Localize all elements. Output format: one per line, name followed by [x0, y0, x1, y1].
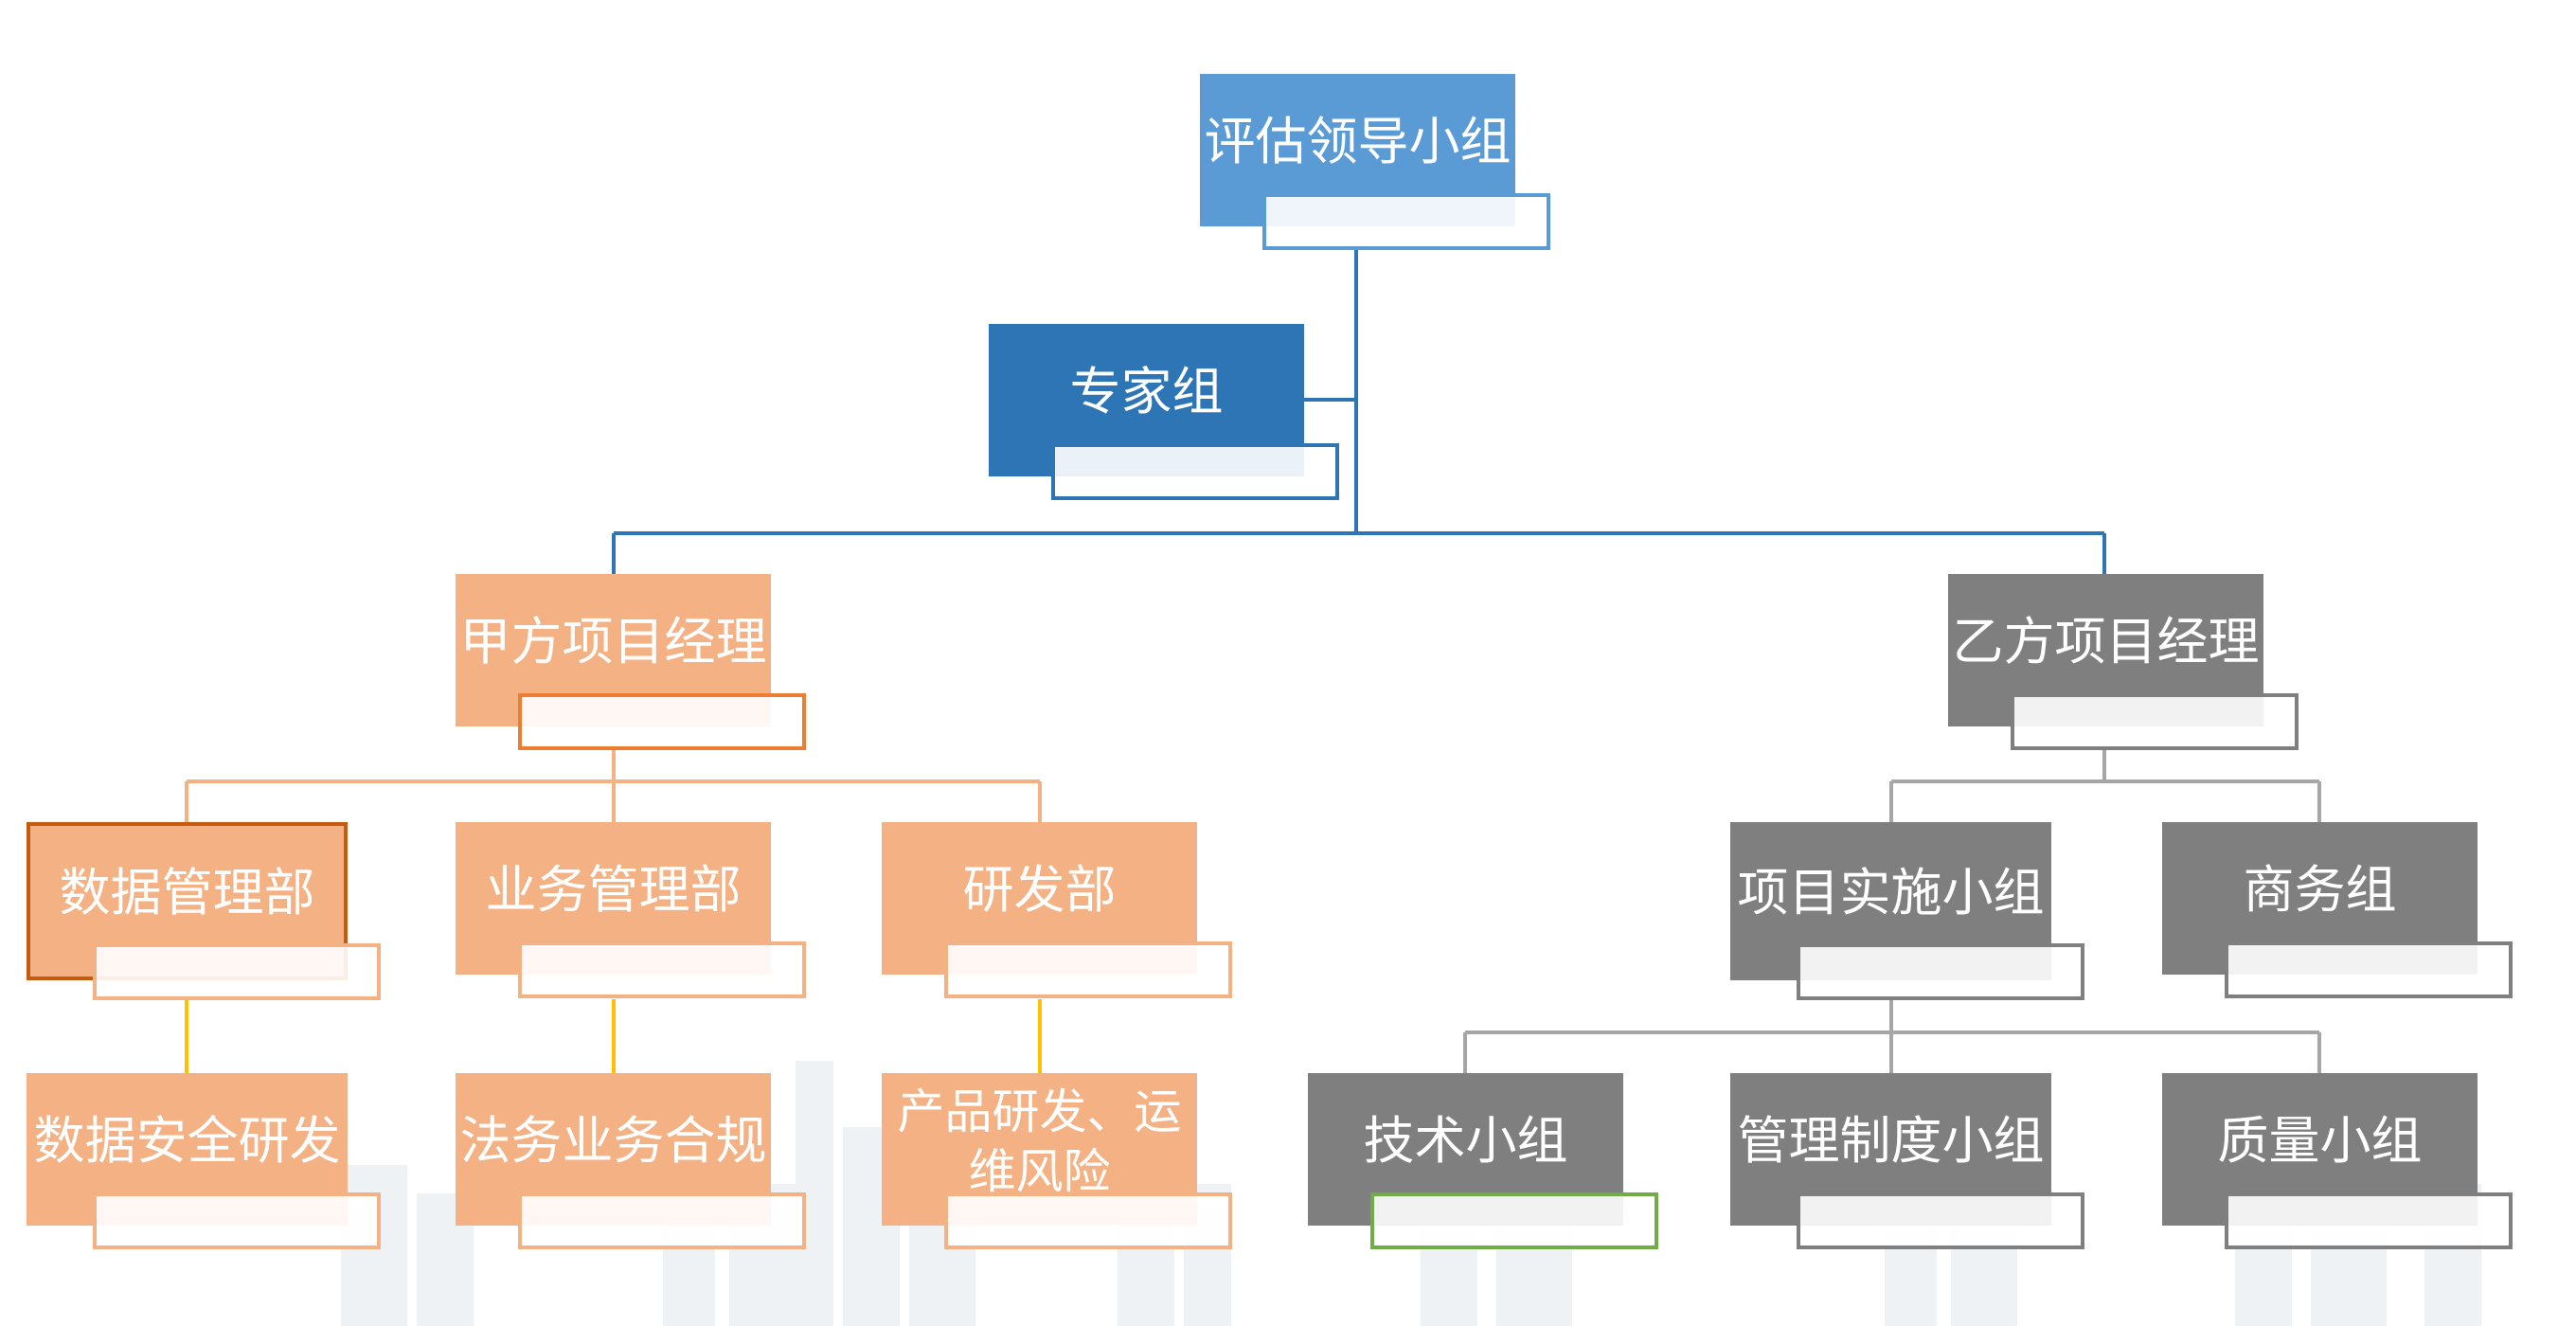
- node-party-b-project-manager: 乙方项目经理: [1948, 574, 2299, 750]
- node-title-placeholder: [518, 693, 806, 750]
- node-title-placeholder: [1370, 1192, 1658, 1249]
- node-business-group: 商务组: [2162, 822, 2513, 998]
- node-label-box: 乙方项目经理: [1948, 574, 2263, 726]
- node-title-placeholder: [93, 1192, 381, 1249]
- node-title-placeholder: [1797, 1192, 2084, 1249]
- node-data-management-dept: 数据管理部: [27, 822, 381, 1000]
- node-title-placeholder: [1051, 443, 1339, 500]
- node-title-placeholder: [2225, 941, 2513, 998]
- node-quality-team: 质量小组: [2162, 1073, 2513, 1249]
- node-party-a-project-manager: 甲方项目经理: [456, 574, 806, 750]
- node-data-security-rd: 数据安全研发: [27, 1073, 381, 1249]
- node-expert-group: 专家组: [989, 324, 1339, 500]
- node-legal-compliance: 法务业务合规: [456, 1073, 806, 1249]
- node-title-placeholder: [1797, 943, 2084, 1000]
- node-title-placeholder: [1262, 193, 1550, 250]
- node-business-management-dept: 业务管理部: [456, 822, 806, 998]
- node-title-placeholder: [93, 943, 381, 1000]
- node-title-placeholder: [944, 1192, 1232, 1249]
- node-title-placeholder: [518, 1192, 806, 1249]
- node-title-placeholder: [518, 941, 806, 998]
- node-label-box: 数据安全研发: [27, 1073, 348, 1226]
- node-title-placeholder: [2011, 693, 2299, 750]
- node-management-system-team: 管理制度小组: [1730, 1073, 2084, 1249]
- node-title-placeholder: [2225, 1192, 2513, 1249]
- node-rd-dept: 研发部: [882, 822, 1232, 998]
- node-technical-team: 技术小组: [1308, 1073, 1658, 1249]
- node-implementation-group: 项目实施小组: [1730, 822, 2084, 1000]
- node-product-ops-risk: 产品研发、运维风险: [882, 1073, 1232, 1249]
- node-title-placeholder: [944, 941, 1232, 998]
- node-evaluation-leadership-group: 评估领导小组: [1200, 74, 1550, 250]
